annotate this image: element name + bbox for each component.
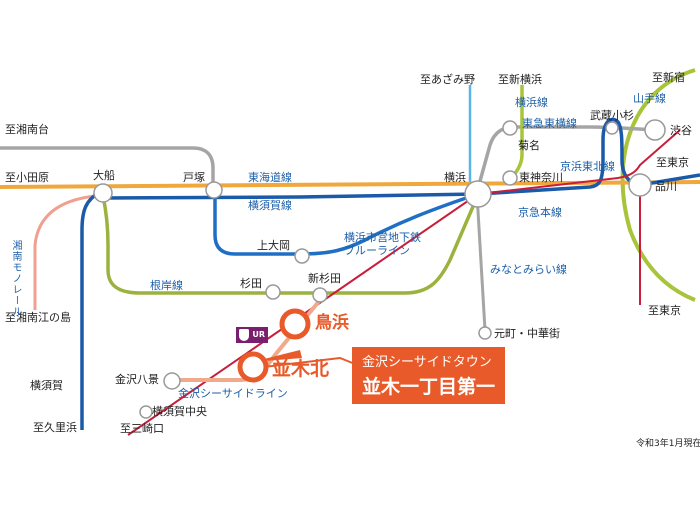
station-torihama: 鳥浜 bbox=[315, 313, 349, 333]
dest-kurihama: 至久里浜 bbox=[33, 421, 77, 434]
station-marker-kanazawahakkei bbox=[163, 372, 181, 390]
date-note: 令和3年1月現在 bbox=[636, 439, 700, 449]
line-subway-1: 横浜市営地下鉄 bbox=[344, 231, 421, 244]
line-subway-2: ブルーライン bbox=[344, 244, 410, 257]
line-toyoko: 東急東横線 bbox=[522, 117, 577, 130]
subway-blue-line bbox=[213, 190, 479, 256]
dest-tokyo-top: 至東京 bbox=[656, 156, 689, 169]
ur-logo-text: UR bbox=[252, 330, 265, 339]
shonan-monorail-line bbox=[33, 194, 96, 310]
station-ofuna: 大船 bbox=[93, 169, 115, 182]
station-shinsugita: 新杉田 bbox=[308, 272, 341, 285]
negishi-line bbox=[101, 194, 480, 295]
dest-azamino: 至あざみ野 bbox=[420, 73, 475, 86]
station-totsuka: 戸塚 bbox=[183, 171, 205, 184]
dest-shinjuku: 至新宿 bbox=[652, 71, 685, 84]
station-musashikosugi: 武蔵小杉 bbox=[590, 109, 634, 122]
station-sugita: 杉田 bbox=[240, 277, 262, 290]
station-shibuya: 渋谷 bbox=[670, 124, 692, 137]
station-kanazawahakkei: 金沢八景 bbox=[115, 373, 159, 386]
station-marker-musashikosugi bbox=[605, 121, 619, 135]
line-keihin-tohoku: 京浜東北線 bbox=[560, 160, 615, 173]
station-marker-namikikita bbox=[237, 351, 269, 383]
station-shinagawa: 品川 bbox=[655, 180, 677, 193]
line-negishi: 根岸線 bbox=[150, 279, 183, 292]
station-marker-sugita bbox=[265, 284, 281, 300]
station-marker-shinsugita bbox=[312, 287, 328, 303]
shonandai-line bbox=[0, 146, 215, 188]
station-motomachi: 元町・中華街 bbox=[494, 327, 560, 340]
station-yokosukachuo: 横須賀中央 bbox=[152, 405, 207, 418]
station-marker-yokohama bbox=[464, 180, 492, 208]
dest-shonanenoshima: 至湘南江の島 bbox=[5, 311, 71, 324]
dest-misakiguchi: 至三崎口 bbox=[120, 422, 164, 435]
line-yokosuka: 横須賀線 bbox=[248, 199, 292, 212]
property-callout: 金沢シーサイドタウン 並木一丁目第一 bbox=[352, 347, 506, 404]
station-marker-yokosukachuo bbox=[139, 405, 153, 419]
callout-line-1: 金沢シーサイドタウン bbox=[362, 355, 492, 370]
station-marker-shibuya bbox=[644, 119, 666, 141]
station-kikuna: 菊名 bbox=[518, 139, 540, 152]
line-shonan-monorail: 湘南モノレール bbox=[10, 240, 21, 317]
yokosuka-line bbox=[104, 117, 700, 200]
station-yokosuka: 横須賀 bbox=[30, 379, 63, 392]
callout-leader bbox=[254, 356, 356, 369]
line-yokohama: 横浜線 bbox=[515, 96, 548, 109]
callout-line-2: 並木一丁目第一 bbox=[362, 376, 496, 398]
dest-tokyo-bottom: 至東京 bbox=[648, 304, 681, 317]
line-yamanote: 山手線 bbox=[633, 92, 666, 105]
station-marker-higashikanagawa bbox=[502, 170, 518, 186]
station-namikikita: 並木北 bbox=[272, 358, 330, 380]
station-marker-motomachi bbox=[478, 326, 492, 340]
station-marker-torihama bbox=[279, 308, 311, 340]
line-minatomirai: みなとみらい線 bbox=[490, 263, 567, 276]
station-yokohama: 横浜 bbox=[444, 171, 466, 184]
dest-shinyokohama: 至新横浜 bbox=[498, 73, 542, 86]
yokosuka-branch bbox=[80, 190, 101, 430]
ur-logo-mark bbox=[239, 329, 249, 341]
station-marker-ofuna bbox=[93, 183, 113, 203]
yamanote-line bbox=[620, 68, 696, 302]
line-tokaido: 東海道線 bbox=[248, 171, 292, 184]
station-marker-kamiooka bbox=[294, 248, 310, 264]
station-kamiooka: 上大岡 bbox=[257, 239, 290, 252]
ur-logo: UR bbox=[236, 327, 268, 343]
dest-odawara: 至小田原 bbox=[5, 171, 49, 184]
line-seaside: 金沢シーサイドライン bbox=[178, 387, 288, 400]
dest-shonandai: 至湘南台 bbox=[5, 123, 49, 136]
station-marker-kikuna bbox=[502, 120, 518, 136]
station-higashikanagawa: 東神奈川 bbox=[519, 171, 563, 184]
station-marker-shinagawa bbox=[628, 173, 652, 197]
line-keikyu: 京急本線 bbox=[518, 206, 562, 219]
keikyu-line bbox=[127, 129, 681, 436]
gray-motomachi-line bbox=[475, 193, 487, 331]
station-marker-totsuka bbox=[205, 181, 223, 199]
